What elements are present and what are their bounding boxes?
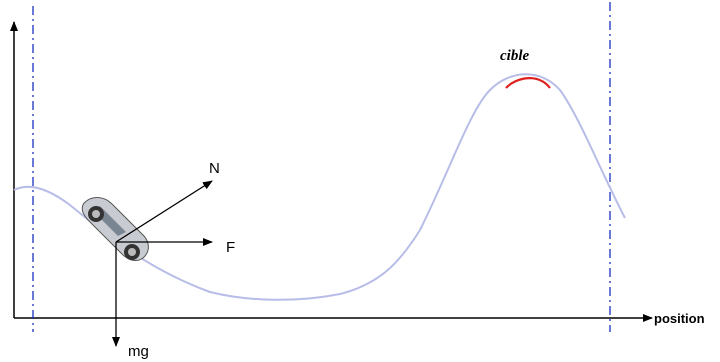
track-curve bbox=[13, 73, 626, 301]
car bbox=[81, 197, 149, 262]
normal-force-arrow bbox=[115, 180, 213, 243]
target-arc bbox=[505, 77, 551, 89]
friction-force-label: F bbox=[226, 239, 235, 256]
weight-force-label: mg bbox=[128, 343, 149, 360]
normal-force-label: N bbox=[209, 160, 220, 177]
target-label: cible bbox=[500, 48, 529, 64]
x-axis-label: position bbox=[654, 311, 705, 326]
